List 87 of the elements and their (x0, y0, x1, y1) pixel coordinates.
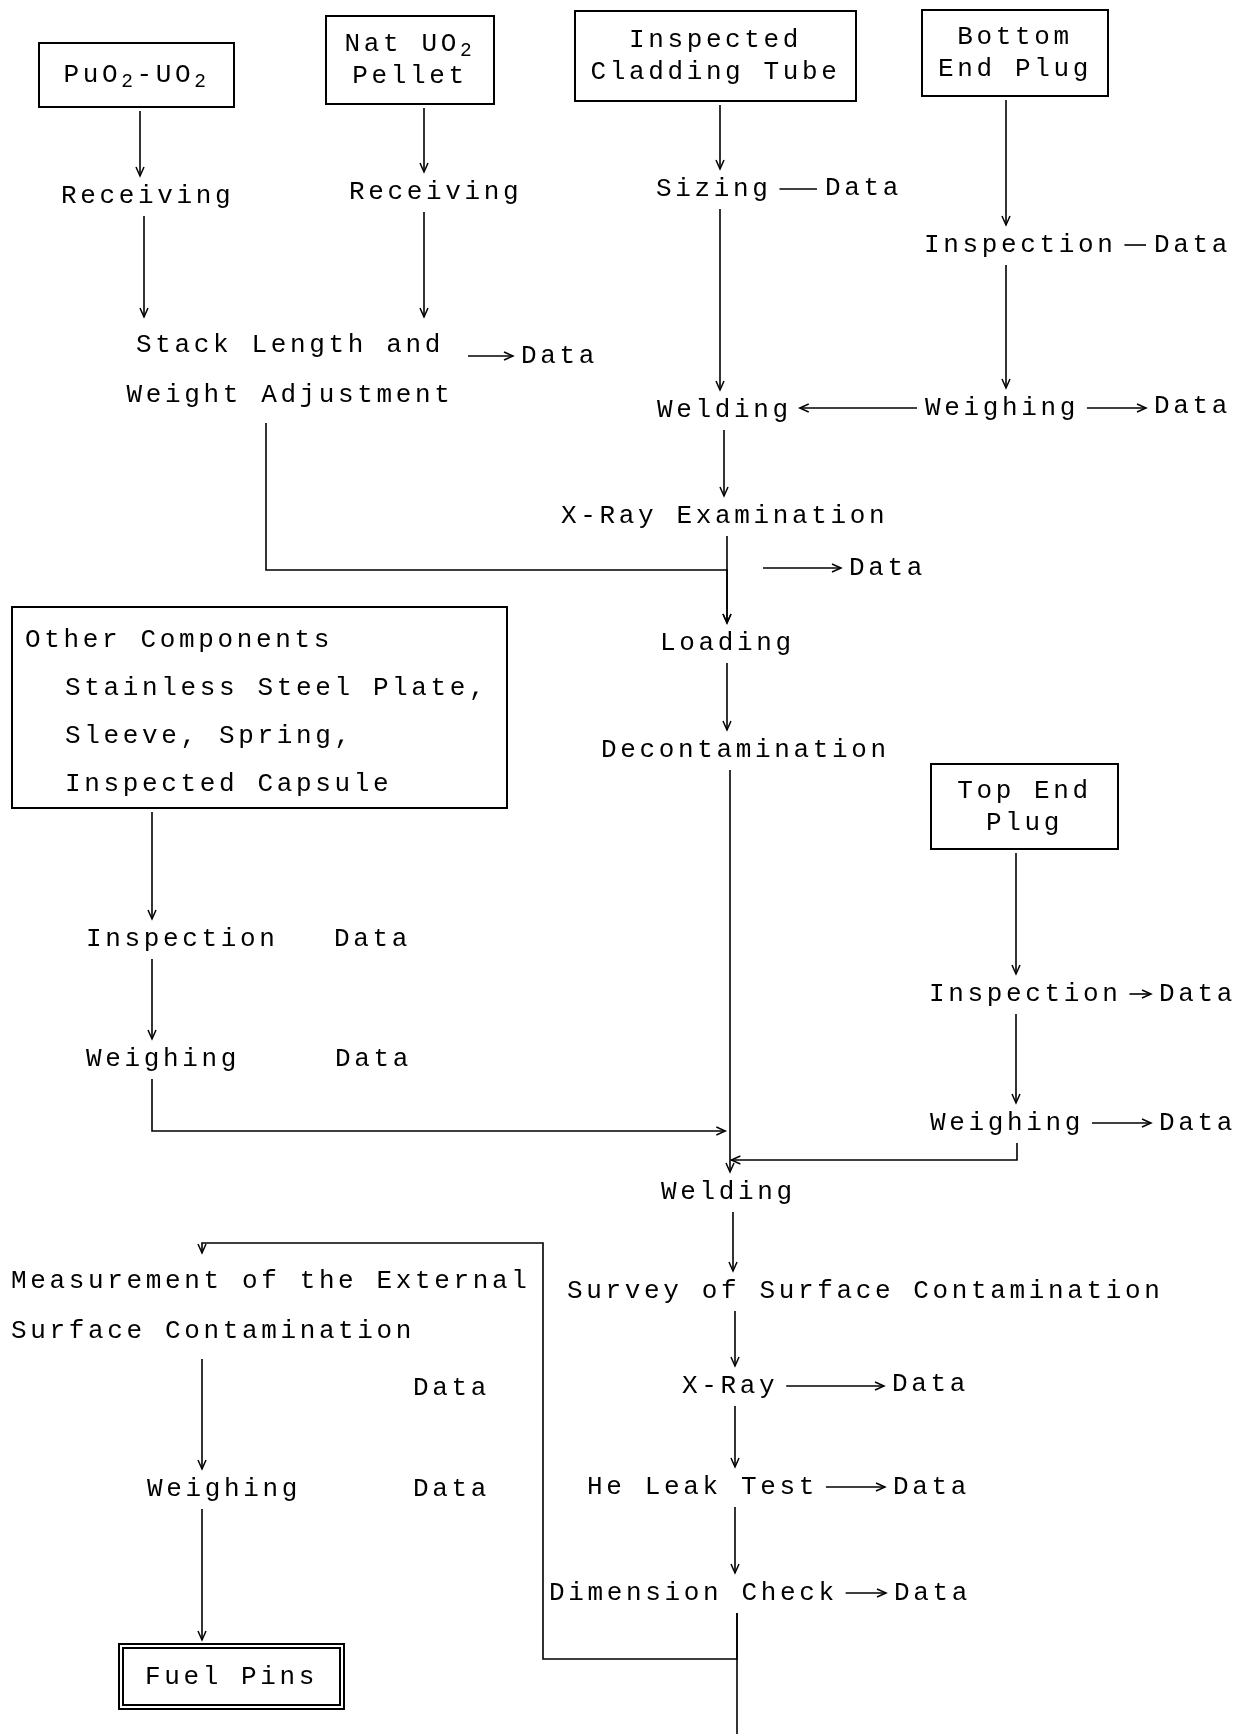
box-label: Bottom End Plug (937, 21, 1093, 85)
arrow (135, 110, 145, 177)
arrow (1011, 852, 1021, 975)
step-label: Weighing (925, 391, 1079, 425)
arrow (722, 662, 732, 731)
component-box (325, 15, 495, 105)
arrow (147, 811, 157, 920)
step-label: Welding (661, 1175, 796, 1209)
data-label: Data (1159, 1106, 1236, 1140)
arrow (730, 1405, 740, 1468)
component-box (921, 9, 1109, 97)
box-label: Nat UO$_{2}$ Pellet (343, 28, 477, 92)
data-label: Data (1154, 389, 1231, 423)
data-label: Data (894, 1576, 971, 1610)
data-label: Data (849, 551, 926, 585)
box-label: Top End Plug (956, 774, 1093, 839)
arrow (197, 1508, 207, 1641)
arrow (419, 107, 429, 173)
arrow (719, 429, 729, 497)
step-label: Inspection (924, 228, 1117, 262)
arrow (1128, 989, 1152, 999)
step-label: Weighing (147, 1472, 301, 1506)
arrow (725, 769, 735, 1173)
step-label: Loading (660, 626, 795, 660)
arrow (419, 211, 429, 318)
data-label: Data (892, 1367, 969, 1401)
arrow (728, 1211, 738, 1272)
component-box (11, 606, 508, 809)
step-label: Sizing (656, 172, 772, 206)
arrow (151, 1078, 727, 1136)
arrow (147, 958, 157, 1040)
data-label: Data (825, 171, 902, 205)
connector-line (778, 188, 818, 190)
component-box (930, 763, 1119, 850)
connector-line (1123, 244, 1147, 246)
arrow (1011, 1013, 1021, 1104)
box-label: Inspected Cladding Tube (589, 24, 842, 88)
component-box (574, 10, 857, 102)
data-label: Data (413, 1473, 490, 1506)
data-label: Data (334, 923, 411, 956)
step-label: X-Ray Examination (561, 499, 889, 533)
step-label: Decontamination (601, 733, 890, 767)
step-label: He Leak Test (587, 1470, 818, 1504)
box-text: Stainless Steel Plate, Sleeve, Spring, Inspected Capsule (64, 672, 490, 801)
connector-line (736, 1612, 738, 1734)
step-label: Weighing (86, 1042, 240, 1076)
arrow (730, 1310, 740, 1367)
data-label: Data (1154, 228, 1231, 262)
arrow (1001, 264, 1011, 389)
step-label: Dimension Check (549, 1576, 838, 1610)
arrow (1001, 99, 1011, 226)
arrow (730, 1142, 1018, 1165)
step-label: Receiving (349, 175, 523, 209)
step-label: Receiving (61, 179, 235, 213)
arrow (785, 1381, 885, 1391)
step-label: X-Ray (682, 1369, 779, 1403)
output-box (118, 1643, 345, 1710)
data-label: Data (1159, 977, 1236, 1011)
step-label: Survey of Surface Contamination (567, 1274, 1164, 1308)
box-label: PuO$_{2}$-UO$_{2}$ (63, 59, 210, 91)
data-label: Data (413, 1372, 490, 1405)
arrow (467, 351, 514, 361)
data-label: Data (335, 1043, 412, 1076)
box-label: Fuel Pins (144, 1660, 319, 1693)
step-label: Stack Length and Weight Adjustment (120, 320, 460, 420)
data-label: Data (893, 1470, 970, 1504)
arrow (825, 1482, 886, 1492)
data-label: Data (521, 339, 598, 373)
arrow (762, 563, 842, 573)
arrow (715, 104, 725, 170)
component-box (38, 42, 235, 108)
arrow (197, 1358, 207, 1470)
arrow (844, 1588, 887, 1598)
arrow (715, 208, 725, 391)
arrow (798, 403, 918, 413)
arrow (197, 1242, 738, 1660)
arrow (1086, 403, 1147, 413)
step-label: Inspection (86, 922, 279, 956)
arrow (265, 422, 732, 624)
arrow (730, 1506, 740, 1574)
box-heading: Other Components (25, 624, 334, 657)
step-label: Welding (657, 393, 792, 427)
step-label: Weighing (930, 1106, 1084, 1140)
step-label: Measurement of the External Surface Contamination (11, 1256, 541, 1356)
arrow (1091, 1118, 1152, 1128)
step-label: Inspection (929, 977, 1122, 1011)
arrow (139, 215, 149, 318)
